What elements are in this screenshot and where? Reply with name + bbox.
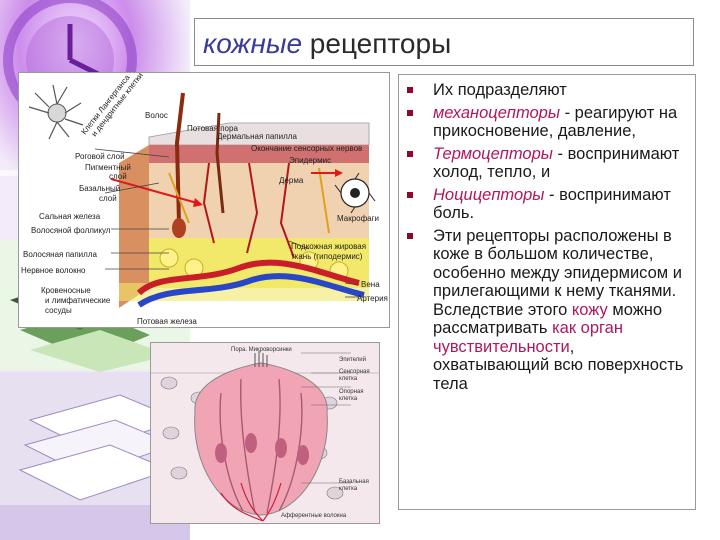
label-artery: Артерия — [357, 294, 388, 303]
label-basal-layer-2: слой — [99, 194, 117, 203]
label-vessels-2: и лимфатические — [45, 296, 111, 305]
label-sensory-cell-1: Сенсорная — [339, 369, 370, 375]
label-basal-cell-1: Базальная — [339, 479, 369, 485]
vessels-illustration — [136, 162, 365, 308]
label-subcutaneous-2: ткань (гиподермис) — [291, 252, 363, 261]
skin-diagram: Клетки Лангерганса и дендритные клетки В… — [18, 72, 390, 328]
skin-block-illustration — [119, 122, 370, 308]
receptor-leader-lines — [301, 352, 351, 484]
bullet-text: , охватывающий всю поверхность тела — [433, 337, 684, 393]
term-organ: как орган чувствительности — [433, 319, 623, 356]
label-epithelium: Эпителий — [339, 356, 366, 363]
label-vessels-3: сосуды — [45, 306, 72, 315]
label-sebaceous-gland: Сальная железа — [39, 212, 101, 221]
title-box: кожные рецепторы — [194, 18, 694, 66]
label-pore: Пора. Микроворсинки — [231, 347, 292, 353]
label-sweat-gland: Потовая железа — [137, 317, 197, 326]
label-hair-follicle: Волосяной фолликул — [31, 226, 111, 235]
label-dermis: Дерма — [279, 176, 304, 185]
bullet-text: - реагируют на прикосновение, давление, — [433, 103, 678, 141]
bullet-marker — [407, 109, 413, 116]
bullet-item: Их подразделяют — [399, 81, 695, 100]
slide-title: кожные рецепторы — [203, 28, 451, 60]
label-sensory-cell-2: клетка — [339, 376, 358, 382]
title-italic: кожные — [203, 28, 303, 59]
term-mechanoreceptors: механоцепторы — [433, 103, 561, 122]
label-hair-papilla: Волосяная папилла — [23, 250, 97, 259]
title-rest: рецепторы — [302, 28, 452, 59]
annotation-arrows — [94, 148, 360, 298]
label-dermal-papilla: Дермальная папилла — [217, 132, 297, 141]
macrophage-illustration — [334, 172, 376, 214]
label-afferent: Афферентные волокна — [281, 513, 347, 519]
text-panel: Их подразделяют механоцепторы - реагирую… — [398, 74, 696, 510]
bullet-marker — [407, 150, 413, 157]
label-sweat-pore: Потовая пора — [187, 124, 238, 133]
label-vein: Вена — [361, 280, 380, 289]
term-kozhu: кожу — [571, 300, 608, 319]
bullet-item: Ноцицепторы - воспринимают боль. — [399, 186, 695, 223]
label-hair: Волос — [145, 111, 168, 120]
term-nociceptors: Ноцицепторы — [433, 185, 545, 204]
label-sensory-endings: Окончание сенсорных нервов — [251, 144, 362, 153]
bullet-marker — [407, 232, 413, 239]
label-pigment-layer-1: Пигментный — [85, 163, 131, 172]
bullet-item: Эти рецепторы расположены в коже в больш… — [399, 227, 695, 394]
term-thermoreceptors: Термоцепторы — [433, 144, 553, 163]
bullet-item: механоцепторы - реагируют на прикосновен… — [399, 104, 695, 141]
bullet-text: можно рассматривать — [433, 300, 663, 338]
langerhans-cell-illustration — [28, 84, 84, 140]
receptor-diagram: Пора. Микроворсинки Эпителий Сенсорная к… — [150, 342, 380, 524]
label-support-cell-2: клетка — [339, 396, 358, 402]
bullet-text: Их подразделяют — [433, 81, 567, 99]
label-nerve-fiber: Нервное волокно — [21, 266, 86, 275]
label-basal-cell-2: клетка — [339, 486, 358, 492]
label-macrophages: Макрофаги — [337, 214, 379, 223]
label-epidermis: Эпидермис — [289, 156, 331, 165]
bullet-marker — [407, 191, 413, 198]
bullet-text: - воспринимают боль. — [433, 185, 671, 223]
label-support-cell-1: Опорная — [339, 389, 364, 395]
label-horny-layer: Роговой слой — [75, 152, 125, 161]
bullet-marker — [407, 87, 413, 93]
label-subcutaneous-1: Подкожная жировая — [291, 242, 366, 251]
bullet-list: Их подразделяют механоцепторы - реагирую… — [399, 81, 695, 397]
bullet-text: - воспринимают холод, тепло, и — [433, 144, 680, 182]
label-pigment-layer-2: слой — [109, 172, 127, 181]
bullet-text: Эти рецепторы расположены в коже в больш… — [433, 226, 682, 319]
label-langerhans: Клетки Лангерганса — [79, 73, 131, 136]
bullet-item: Термоцепторы - воспринимают холод, тепло… — [399, 145, 695, 182]
label-basal-layer-1: Базальный — [79, 184, 120, 193]
bud-illustration — [194, 351, 328, 522]
label-vessels-1: Кровеносные — [41, 286, 91, 295]
